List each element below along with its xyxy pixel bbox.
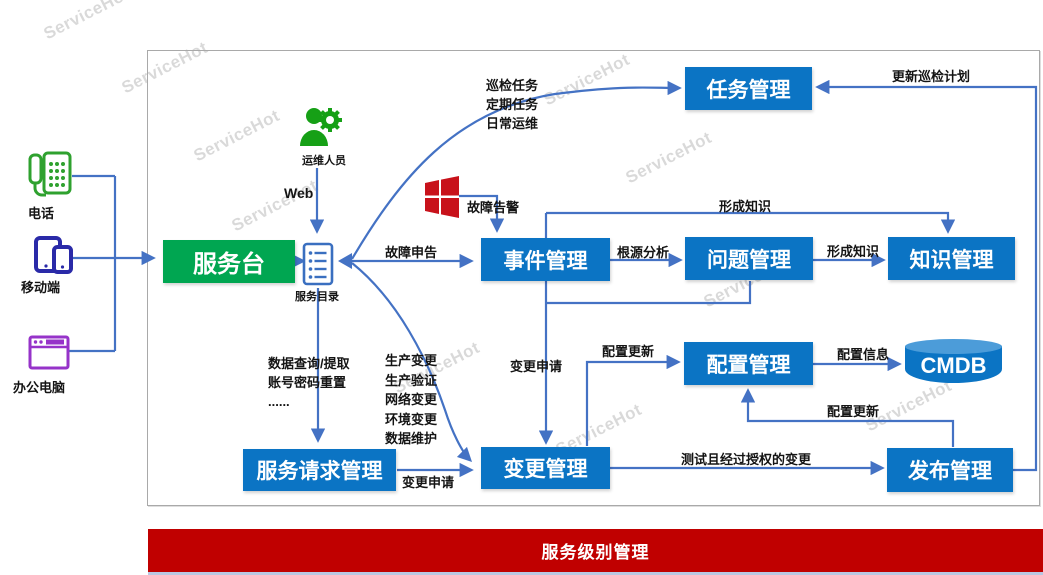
windows-alarm-icon [425,176,459,223]
curve-catalog-change [351,262,473,463]
change-mgmt-label: 变更管理 [503,458,588,481]
mobile-devices-icon [34,236,74,279]
flow-label: 环境变更 [385,411,438,427]
release-mgmt-label: 发布管理 [908,460,992,483]
form-knowledge-top-label: 形成知识 [719,199,772,214]
service-desk-label: 服务台 [193,251,265,278]
form-knowledge-label: 形成知识 [827,244,880,259]
flow-label: 网络变更 [385,392,438,407]
fan-left-arrow [338,253,352,269]
ops-staff-label: 运维人员 [302,155,346,167]
flow-label: 数据维护 [385,431,438,446]
flow-label: 巡检任务 [486,78,539,93]
flow-label: ...... [268,394,290,409]
flow-label: 日常运维 [486,116,539,131]
fault-alarm-label: 故障告警 [467,200,520,215]
service-level-label: 服务级别管理 [541,543,650,562]
line-problem-bottom [547,281,752,305]
flow-label: 生产变更 [385,353,438,368]
line-alarm-incident [459,194,505,233]
config-update-bottom-label: 配置更新 [827,404,880,419]
change-request-mid-label: 变更申请 [510,359,563,374]
channel-mobile-label: 移动端 [21,280,61,295]
knowledge-mgmt-label: 知识管理 [909,248,994,272]
release-mgmt-node: 发布管理 [887,448,1013,492]
task-flow-labels: 巡检任务 定期任务 日常运维 [486,76,538,133]
config-update-left-label: 配置更新 [602,344,655,359]
line-channels [68,174,117,353]
flow-label: 账号密码重置 [268,375,347,390]
bottom-strip [148,572,1043,575]
fault-report-label: 故障申告 [385,245,438,260]
flow-label: 生产验证 [385,372,438,388]
request-flow-labels: 数据查询/提取 账号密码重置 ...... [268,354,350,411]
line-release-config [740,388,955,447]
channel-computer-label: 办公电脑 [13,380,66,395]
task-mgmt-label: 任务管理 [706,78,791,102]
change-flow-labels: 生产变更 生产验证 网络变更 环境变更 数据维护 [385,351,437,449]
change-request-bottom-label: 变更申请 [402,475,455,490]
task-mgmt-node: 任务管理 [685,67,812,110]
service-catalog-icon [301,242,335,291]
service-level-bar: 服务级别管理 [148,529,1043,572]
ops-staff-icon [299,104,343,155]
line-change-config [585,354,681,446]
service-desk-node: 服务台 [163,240,295,283]
diagram-border [147,50,1040,506]
incident-mgmt-node: 事件管理 [481,238,610,281]
web-label: Web [284,185,314,201]
update-inspection-plan-label: 更新巡检计划 [892,69,971,84]
flow-label: 定期任务 [486,97,539,112]
computer-icon [28,334,70,377]
line-form-knowledge-top [546,211,956,234]
phone-icon [27,150,73,207]
config-mgmt-label: 配置管理 [706,353,791,377]
curve-catalog-task [351,80,682,260]
request-mgmt-node: 服务请求管理 [243,449,396,491]
change-mgmt-node: 变更管理 [481,447,610,489]
cmdb-node: CMDB [905,339,1002,383]
config-info-label: 配置信息 [837,347,890,362]
tested-authorized-change-label: 测试且经过授权的变更 [681,452,812,467]
flow-label: 数据查询/提取 [268,356,350,371]
request-mgmt-label: 服务请求管理 [256,460,383,483]
channel-phone-label: 电话 [28,206,55,221]
line-release-task [815,79,1038,472]
root-cause-label: 根源分析 [617,245,670,260]
incident-mgmt-label: 事件管理 [503,249,588,273]
cmdb-label: CMDB [920,352,987,378]
problem-mgmt-node: 问题管理 [685,237,813,280]
knowledge-mgmt-node: 知识管理 [888,237,1015,280]
config-mgmt-node: 配置管理 [684,342,813,385]
problem-mgmt-label: 问题管理 [707,248,791,272]
service-catalog-label: 服务目录 [295,291,339,303]
